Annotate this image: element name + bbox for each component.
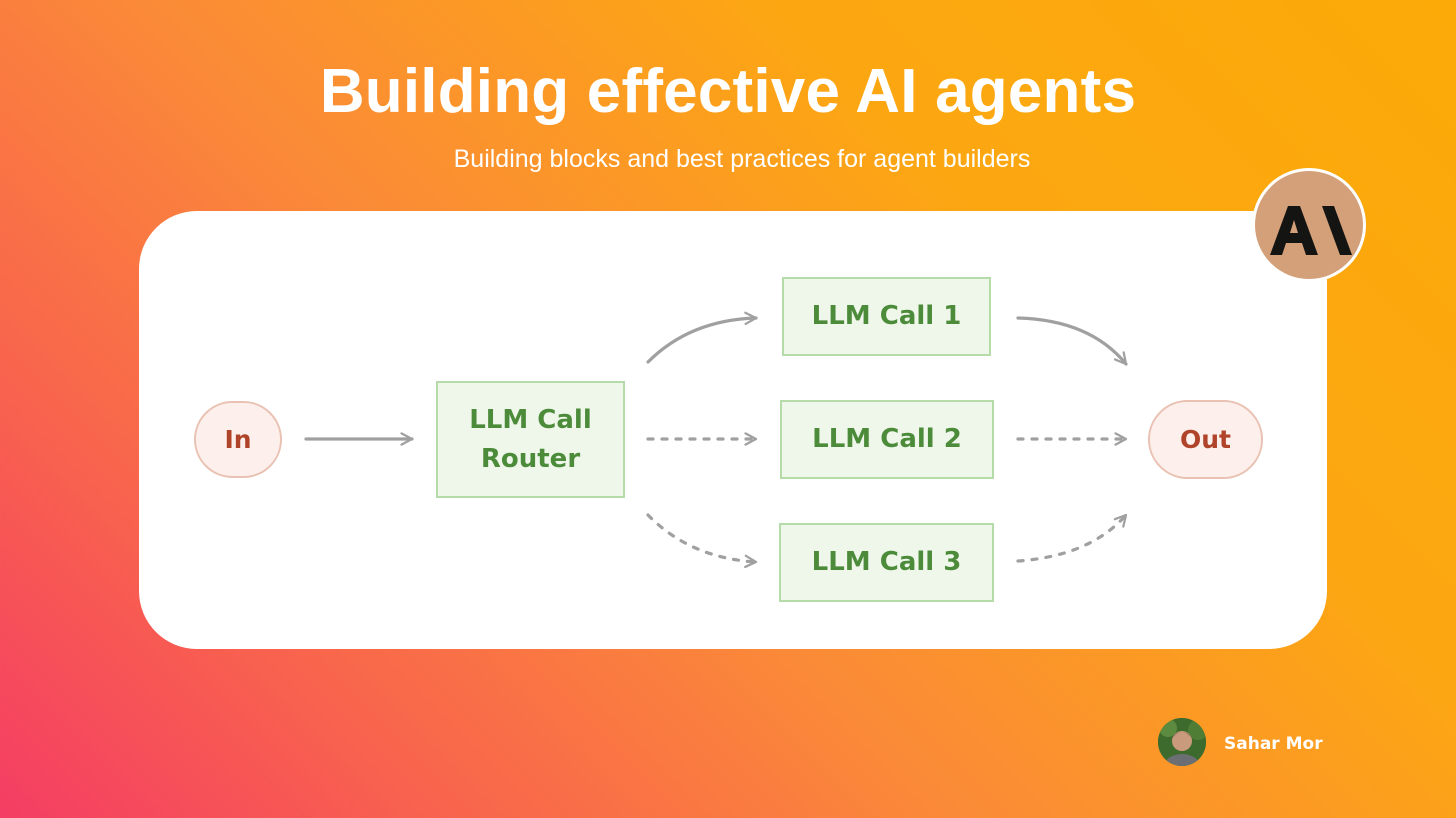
output-node: Out <box>1148 400 1263 479</box>
llm-call-2-label: LLM Call 2 <box>812 424 962 454</box>
author-name: Sahar Mor <box>1224 734 1323 754</box>
llm-call-1-node: LLM Call 1 <box>782 277 991 356</box>
llm-call-3-label: LLM Call 3 <box>811 547 962 577</box>
input-node: In <box>194 401 282 478</box>
output-node-label: Out <box>1179 425 1231 454</box>
anthropic-logo-icon <box>1252 168 1366 282</box>
arrow-router-to-call1 <box>646 311 758 364</box>
anthropic-logo-glyph <box>1270 206 1352 255</box>
diagram-card <box>139 211 1327 649</box>
page-title: Building effective AI agents <box>319 57 1137 126</box>
llm-call-2-node: LLM Call 2 <box>780 400 994 479</box>
arrow-call1-to-out <box>1016 316 1128 366</box>
llm-call-3-node: LLM Call 3 <box>779 523 994 602</box>
input-node-label: In <box>224 425 252 454</box>
router-node-label-line1: LLM Call <box>469 404 592 435</box>
router-node: LLM Call Router <box>436 381 625 498</box>
arrow-call3-to-out <box>1016 513 1128 563</box>
arrow-router-to-call3 <box>646 513 758 569</box>
llm-call-1-label: LLM Call 1 <box>811 301 962 331</box>
router-node-label-line2: Router <box>480 443 581 474</box>
author-avatar-icon <box>1158 718 1206 766</box>
page-subtitle: Building blocks and best practices for a… <box>453 145 1031 173</box>
